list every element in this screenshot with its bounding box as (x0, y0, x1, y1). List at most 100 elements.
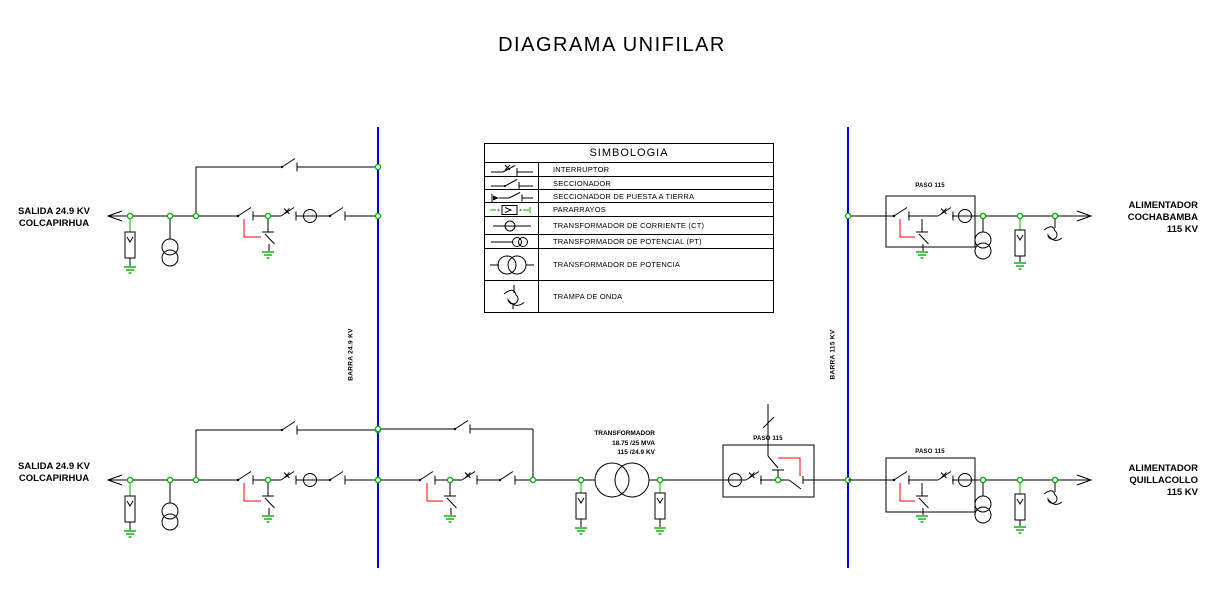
legend-title: SIMBOLOGIA (485, 144, 773, 163)
label-salida-top: SALIDA 24.9 KV COLCAPIRHUA (0, 206, 109, 229)
label-paso-115-mid: PASO 115 (753, 436, 783, 442)
bay-alimentador-quillacollo (848, 457, 1092, 534)
legend-label: TRAMPA DE ONDA (553, 292, 623, 302)
bay-salida-colcapirhua-top (107, 158, 382, 274)
legend-label: TRANSFORMADOR DE CORRIENTE (CT) (553, 221, 705, 230)
transformador-potencia-icon (485, 249, 539, 281)
pararrayos-icon (485, 203, 539, 216)
earth-icon (1013, 526, 1027, 534)
label-line: 115 KV (1166, 487, 1198, 498)
legend-label: PARARRAYOS (553, 205, 606, 214)
seccionador-puesta-tierra-icon (915, 482, 929, 516)
transformador-corriente-icon (485, 217, 539, 234)
bay-alimentador-cochabamba (844, 195, 1092, 270)
transformador-potencia-icon (594, 462, 650, 498)
seccionador-icon (892, 207, 910, 221)
interlock-link (243, 219, 261, 238)
interruptor-icon (461, 471, 478, 485)
interruptor-icon (745, 471, 762, 485)
label-transformer: TRANSFORMADOR 18.75 /25 MVA 115 /24.9 KV (555, 429, 655, 458)
bypass-seccionador-icon (280, 158, 298, 172)
transformador-potencial-icon (161, 238, 179, 267)
legend-row-transformador-corriente: TRANSFORMADOR DE CORRIENTE (CT) (485, 217, 773, 235)
pararrayos-icon (654, 492, 666, 520)
bypass-seccionador-icon (280, 421, 298, 435)
seccionador-icon (892, 471, 910, 485)
legend-row-interruptor: INTERRUPTOR (485, 163, 773, 177)
label-line: COLCAPIRHUA (18, 472, 90, 484)
legend-row-seccionador-tierra: SECCIONADOR DE PUESTA A TIERRA (485, 190, 773, 203)
interlock-link (899, 483, 915, 502)
transformador-potencial-icon (974, 231, 992, 260)
earth-icon (915, 251, 929, 259)
earth-icon (574, 527, 588, 535)
label-line: TRANSFORMADOR (594, 430, 655, 437)
pararrayos-icon (1014, 493, 1026, 521)
interruptor-icon (280, 471, 297, 485)
seccionador-icon (485, 177, 539, 190)
label-line: QUILLACOLLO (1129, 475, 1198, 486)
seccionador-puesta-tierra-icon (261, 482, 275, 516)
legend-label: TRANSFORMADOR DE POTENCIAL (PT) (553, 237, 702, 246)
legend: SIMBOLOGIA INTERRUPTOR SECCIONADOR (484, 143, 774, 313)
label-alimentador-quillacollo: ALIMENTADOR QUILLACOLLO 115 KV (1088, 463, 1198, 499)
interlock-link (899, 219, 915, 238)
bypass-seccionador-icon (453, 420, 471, 434)
interruptor-icon (937, 207, 954, 221)
pararrayos-icon (1014, 229, 1026, 257)
label-paso-115-top-right: PASO 115 (915, 183, 945, 189)
seccionador-puesta-tierra-icon (443, 482, 457, 516)
bay-salida-colcapirhua-bottom (107, 421, 382, 538)
label-barra-24-9kv: BARRA 24.9 KV (347, 328, 355, 381)
seccionador-puesta-tierra-icon (485, 190, 539, 202)
pararrayos-icon (575, 492, 587, 520)
earth-icon (261, 515, 275, 523)
transformador-potencial-icon (485, 235, 539, 248)
bay-box-paso-115-mid (722, 404, 852, 498)
interlock-link (426, 483, 443, 502)
earth-icon (915, 515, 929, 523)
trampa-de-onda-icon (1043, 226, 1063, 241)
legend-row-seccionador: SECCIONADOR (485, 177, 773, 190)
pararrayos-icon (124, 495, 136, 523)
label-line: SALIDA 24.9 KV (18, 461, 90, 472)
seccionador-icon (328, 471, 346, 485)
seccionador-puesta-tierra-icon (915, 218, 929, 252)
label-alimentador-cochabamba: ALIMENTADOR COCHABAMBA 115 KV (1088, 200, 1198, 236)
transformador-potencial-icon (974, 495, 992, 524)
trampa-de-onda-icon (1043, 490, 1063, 505)
transformador-potencial-icon (161, 502, 179, 531)
seccionador-icon (498, 471, 516, 485)
interruptor-icon (937, 471, 954, 485)
label-line: ALIMENTADOR (1128, 200, 1198, 211)
legend-label: INTERRUPTOR (553, 165, 610, 174)
label-line: COCHABAMBA (1127, 212, 1198, 223)
label-line: COLCAPIRHUA (18, 217, 90, 229)
earth-icon (261, 251, 275, 259)
legend-label: SECCIONADOR DE PUESTA A TIERRA (553, 191, 695, 201)
seccionador-icon (418, 471, 436, 485)
trampa-de-onda-icon (485, 281, 539, 312)
pararrayos-icon (124, 231, 136, 259)
interlock-link (778, 457, 801, 476)
earth-icon (123, 266, 137, 274)
legend-row-trampa-de-onda: TRAMPA DE ONDA (485, 281, 773, 312)
bay-transformer (374, 420, 723, 535)
label-paso-115-bottom-right: PASO 115 (915, 449, 945, 455)
legend-label: SECCIONADOR (553, 178, 612, 188)
legend-row-pararrayos: PARARRAYOS (485, 203, 773, 217)
seccionador-icon (236, 207, 254, 221)
label-line: 18.75 /25 MVA (612, 439, 655, 447)
earth-icon (123, 530, 137, 538)
seccionador-puesta-tierra-icon (261, 218, 275, 252)
interruptor-icon (485, 163, 539, 176)
label-salida-bottom: SALIDA 24.9 KV COLCAPIRHUA (0, 461, 109, 484)
label-line: 115 /24.9 KV (617, 449, 655, 456)
label-line: ALIMENTADOR (1128, 463, 1198, 474)
label-barra-115kv: BARRA 115 KV (829, 329, 837, 380)
interlock-link (243, 483, 261, 502)
earth-icon (1013, 262, 1027, 270)
legend-label: TRANSFORMADOR DE POTENCIA (553, 260, 681, 270)
label-line: 115 KV (1166, 224, 1198, 235)
